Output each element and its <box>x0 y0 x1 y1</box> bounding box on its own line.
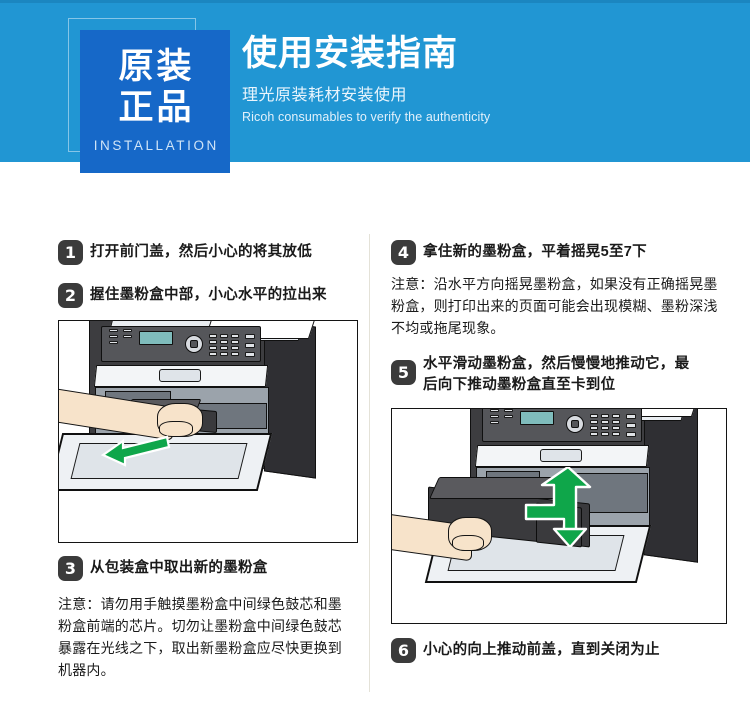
printer-keypad-key <box>601 432 609 436</box>
left-instruction-column: 1 打开前门盖，然后小心的将其放低 2 握住墨粉盒中部，小心水平的拉出来 <box>58 162 358 681</box>
printer-keypad-key <box>612 414 620 418</box>
banner-subtitle-en: Ricoh consumables to verify the authenti… <box>242 110 491 124</box>
printer-status-key <box>109 341 118 344</box>
instruction-content: 1 打开前门盖，然后小心的将其放低 2 握住墨粉盒中部，小心水平的拉出来 <box>0 162 750 721</box>
step-3: 3 从包装盒中取出新的墨粉盒 <box>58 556 358 581</box>
printer-status-key <box>504 415 513 418</box>
printer-keypad-key <box>612 432 620 436</box>
step-5-text-line-1: 水平滑动墨粉盒，然后慢慢地推动它，最 <box>423 356 690 372</box>
printer-cover-handle <box>159 369 201 382</box>
green-arrow-pull-out-icon <box>101 435 171 467</box>
hand-thumb <box>452 535 484 551</box>
step-1: 1 打开前门盖，然后小心的将其放低 <box>58 240 358 265</box>
printer-status-key <box>123 335 132 338</box>
page-title: 使用安装指南 <box>242 34 459 73</box>
step-1-number: 1 <box>58 240 83 265</box>
printer-control-panel <box>101 326 261 362</box>
printer-lcd-screen <box>520 411 554 425</box>
printer-keypad-key <box>209 352 217 356</box>
step-5: 5 水平滑动墨粉盒，然后慢慢地推动它，最 后向下推动墨粉盒直至卡到位 <box>391 352 731 396</box>
banner-subtitle-cn: 理光原装耗材安装使用 <box>242 87 408 104</box>
step-2-text: 握住墨粉盒中部，小心水平的拉出来 <box>90 287 327 303</box>
printer-keypad-key <box>590 432 598 436</box>
printer-keypad-key <box>601 426 609 430</box>
printer-keypad-key <box>601 420 609 424</box>
printer-function-key <box>245 352 255 357</box>
printer-function-key <box>245 343 255 348</box>
banner-top-rule <box>0 0 750 3</box>
printer-dial-center <box>190 340 198 348</box>
printer-keypad-key <box>220 334 228 338</box>
printer-cover-handle <box>540 449 582 462</box>
printer-keypad-key <box>612 420 620 424</box>
step-4: 4 拿住新的墨粉盒，平着摇晃5至7下 <box>391 240 731 265</box>
printer-keypad-key <box>209 340 217 344</box>
printer-function-key <box>245 334 255 339</box>
printer-status-key <box>109 335 118 338</box>
printer-lcd-screen <box>139 331 173 345</box>
printer-function-key <box>626 432 636 437</box>
step-5-text-line-2: 后向下推动墨粉盒直至卡到位 <box>423 377 616 393</box>
column-divider <box>369 234 370 692</box>
green-arrow-insert-down-icon <box>524 467 592 547</box>
printer-keypad-key <box>220 340 228 344</box>
right-column-note: 注意：沿水平方向摇晃墨粉盒，如果没有正确摇晃墨粉盒，则打印出来的页面可能会出现模… <box>391 276 718 336</box>
printer-keypad-key <box>590 426 598 430</box>
printer-keypad-key <box>231 334 239 338</box>
printer-keypad-key <box>590 420 598 424</box>
step-4-text: 拿住新的墨粉盒，平着摇晃5至7下 <box>423 244 647 260</box>
figure-insert-cartridge <box>391 408 727 624</box>
step-4-number: 4 <box>391 240 416 265</box>
right-instruction-column: 4 拿住新的墨粉盒，平着摇晃5至7下 注意：沿水平方向摇晃墨粉盒，如果没有正确摇… <box>391 162 731 663</box>
figure-remove-cartridge <box>58 320 358 543</box>
step-6-number: 6 <box>391 638 416 663</box>
step-1-text: 打开前门盖，然后小心的将其放低 <box>90 244 312 260</box>
printer-status-key <box>123 329 132 332</box>
printer-keypad-key <box>601 414 609 418</box>
printer-navigation-dial <box>185 335 203 353</box>
printer-keypad-key <box>231 346 239 350</box>
step-3-number: 3 <box>58 556 83 581</box>
printer-keypad-key <box>231 352 239 356</box>
step-6: 6 小心的向上推动前盖，直到关闭为止 <box>391 638 731 663</box>
printer-status-key <box>109 329 118 332</box>
printer-keypad-key <box>209 334 217 338</box>
printer-status-key <box>490 415 499 418</box>
printer-status-key <box>504 409 513 412</box>
printer-keypad-key <box>220 352 228 356</box>
step-2-number: 2 <box>58 283 83 308</box>
left-column-note: 注意：请勿用手触摸墨粉盒中间绿色鼓芯和墨粉盒前端的芯片。切勿让墨粉盒中间绿色鼓芯… <box>58 596 342 678</box>
step-2: 2 握住墨粉盒中部，小心水平的拉出来 <box>58 283 358 308</box>
printer-status-key <box>490 421 499 424</box>
hand-thumb <box>159 421 193 437</box>
printer-right-side <box>264 321 316 479</box>
badge-line-1: 原装 <box>118 47 195 86</box>
printer-keypad-key <box>209 346 217 350</box>
printer-function-key <box>626 414 636 419</box>
printer-dial-center <box>571 420 579 428</box>
printer-right-side <box>644 409 698 563</box>
printer-status-key <box>490 409 499 412</box>
step-6-text: 小心的向上推动前盖，直到关闭为止 <box>423 642 660 658</box>
printer-keypad-key <box>590 414 598 418</box>
printer-function-key <box>626 423 636 428</box>
step-5-number: 5 <box>391 360 416 385</box>
banner-text-block: 使用安装指南 理光原装耗材安装使用 Ricoh consumables to v… <box>242 33 742 126</box>
badge-subtitle: INSTALLATION <box>93 138 219 153</box>
printer-navigation-dial <box>566 415 584 433</box>
printer-keypad-key <box>220 346 228 350</box>
printer-keypad-key <box>612 426 620 430</box>
badge-line-2: 正品 <box>118 88 195 127</box>
printer-keypad-key <box>231 340 239 344</box>
genuine-product-badge: 原装 正品 INSTALLATION <box>80 30 230 173</box>
page-header-banner: 原装 正品 INSTALLATION 使用安装指南 理光原装耗材安装使用 Ric… <box>0 0 750 173</box>
step-3-text: 从包装盒中取出新的墨粉盒 <box>90 560 268 576</box>
step-5-text-block: 水平滑动墨粉盒，然后慢慢地推动它，最 后向下推动墨粉盒直至卡到位 <box>423 352 689 396</box>
